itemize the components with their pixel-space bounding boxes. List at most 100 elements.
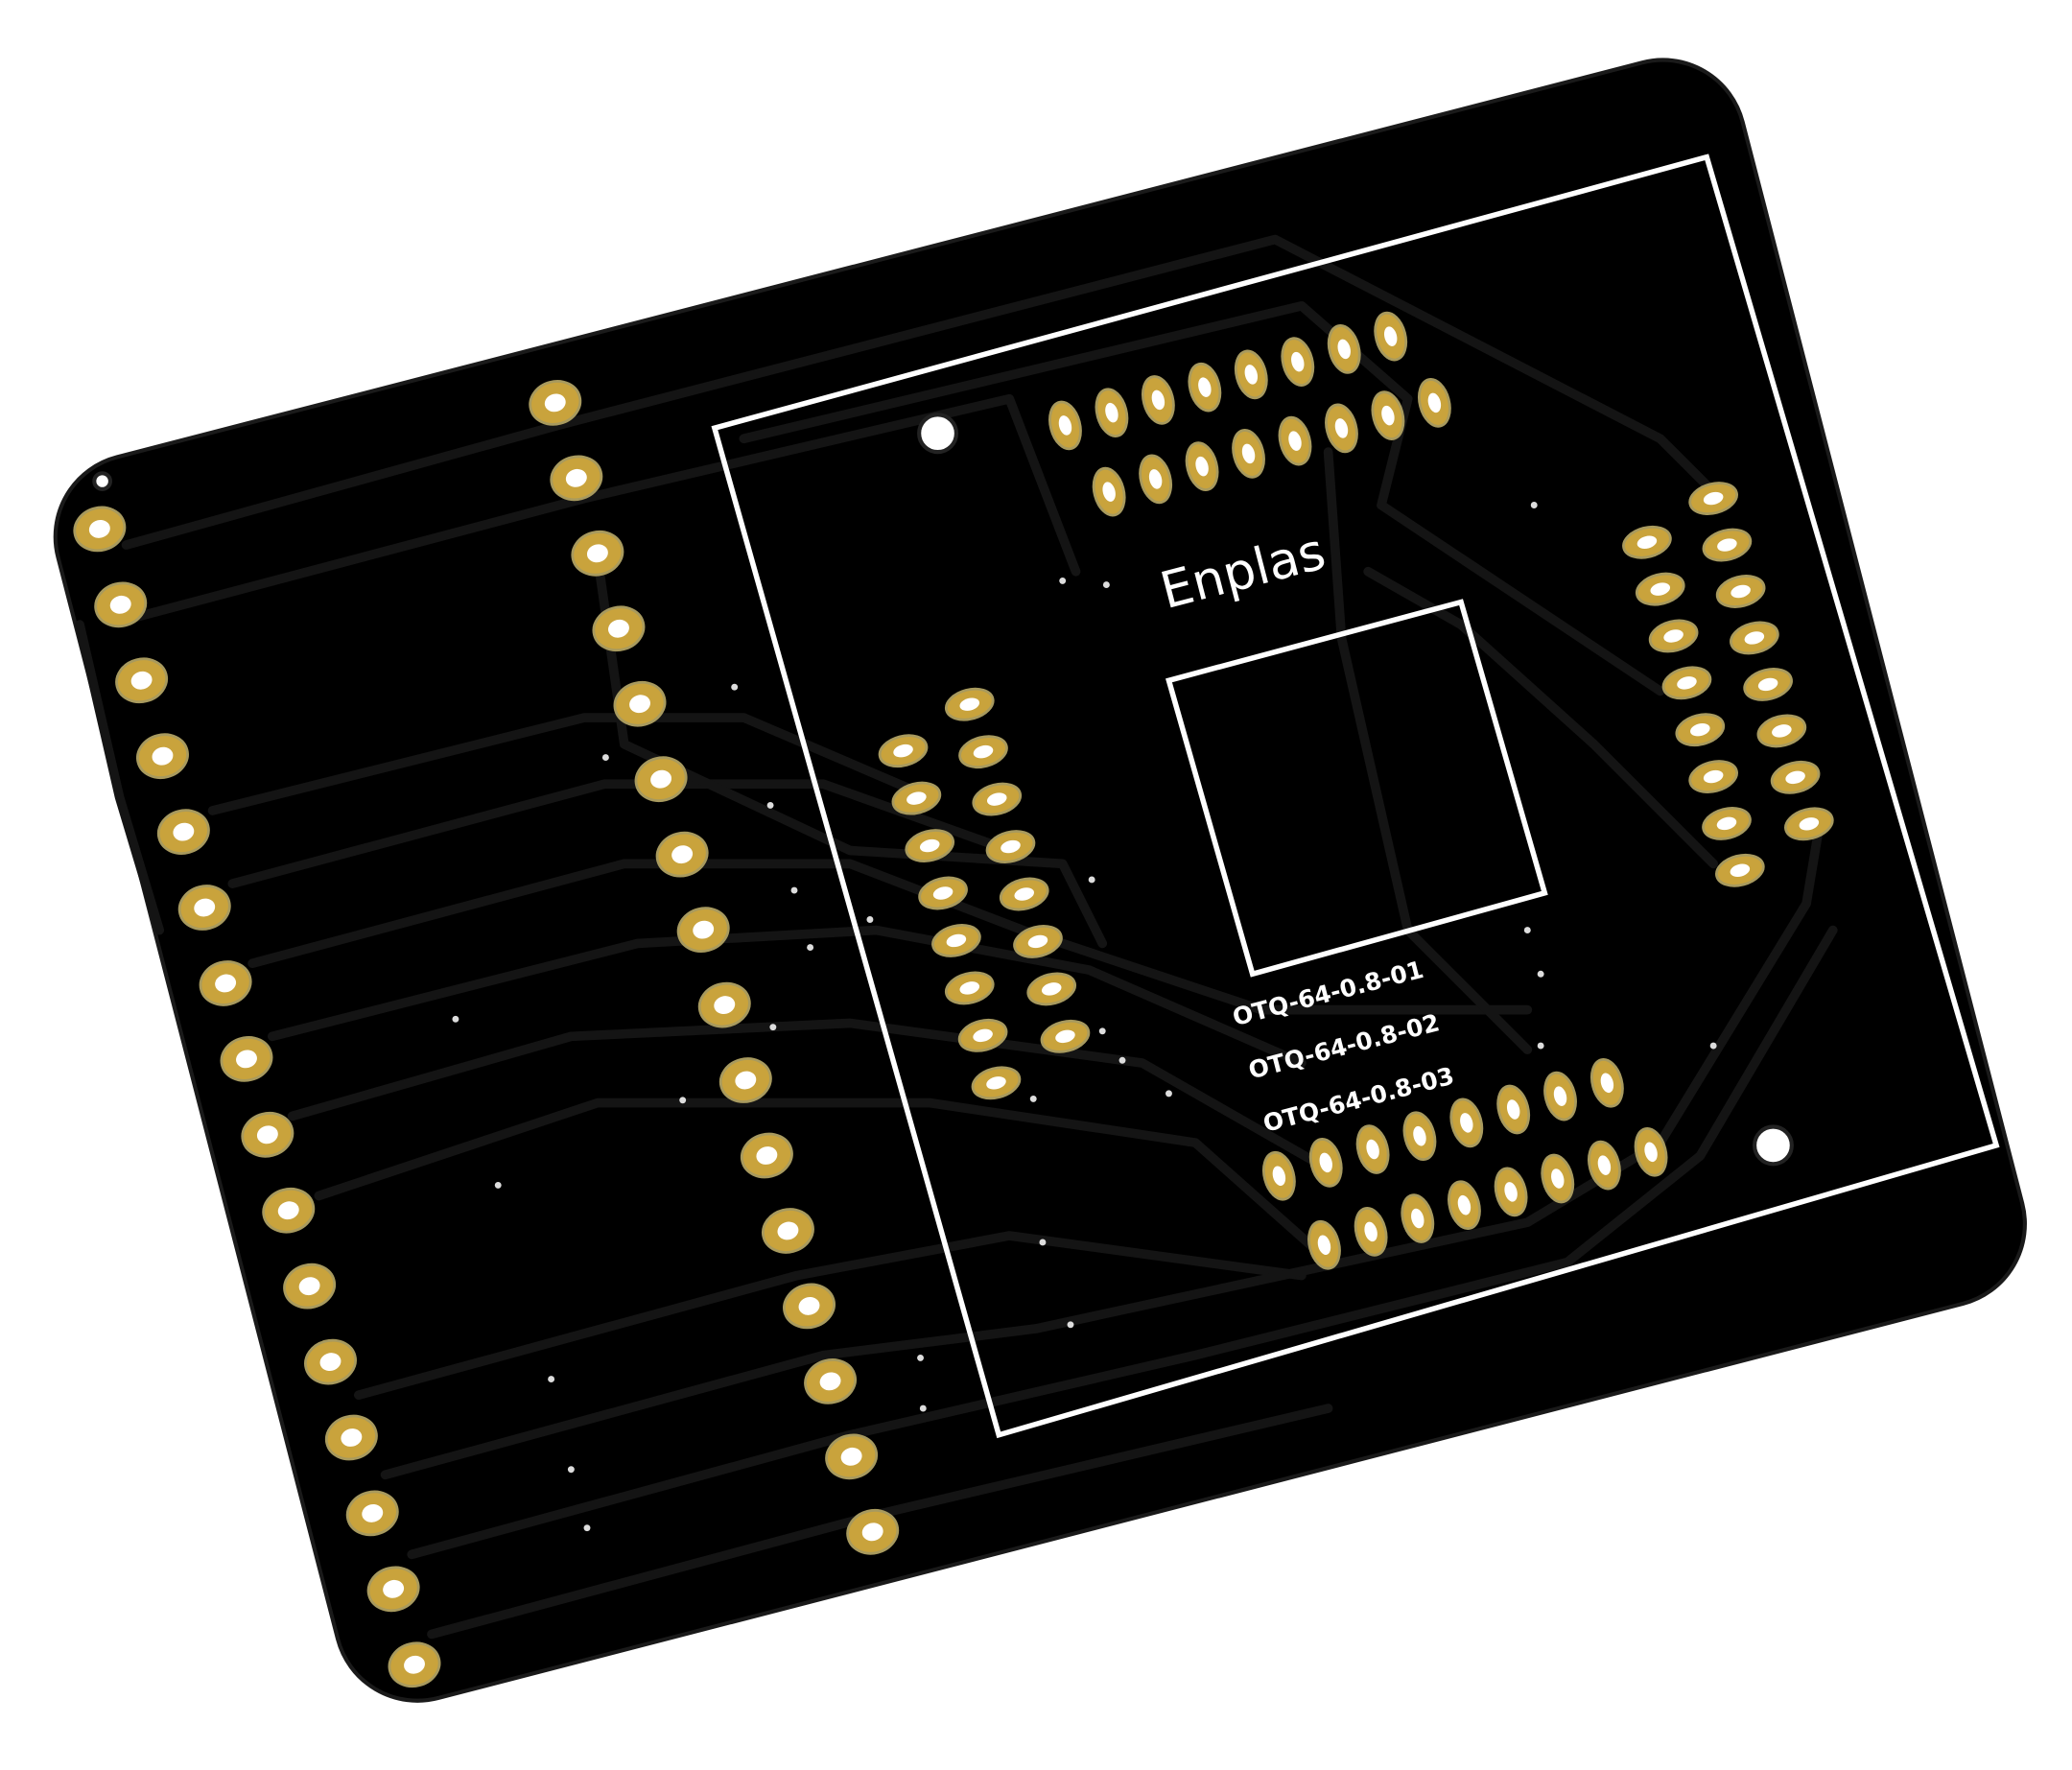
via-icon bbox=[548, 1376, 555, 1383]
socket-pad-right bbox=[1743, 668, 1793, 701]
socket-pad-top bbox=[1095, 388, 1129, 437]
header-pad-left bbox=[262, 1187, 316, 1234]
socket-pad-bottom bbox=[1401, 1193, 1435, 1243]
socket-pad-bottom bbox=[1449, 1097, 1484, 1148]
header-pad-right bbox=[718, 1057, 772, 1103]
socket-outline bbox=[711, 153, 2000, 1439]
socket-pad-bottom bbox=[1496, 1084, 1531, 1135]
socket-pad-bottom bbox=[1402, 1111, 1437, 1162]
socket-pad-left bbox=[944, 971, 995, 1005]
socket-pad-right bbox=[1702, 528, 1753, 562]
via-icon bbox=[1523, 927, 1531, 934]
socket-pad-right bbox=[1661, 666, 1712, 700]
header-pad-left bbox=[345, 1490, 399, 1537]
socket-pad-left bbox=[931, 924, 981, 957]
header-pad-right bbox=[592, 605, 646, 652]
header-pad-left bbox=[388, 1641, 441, 1688]
socket-pad-left bbox=[958, 735, 1008, 769]
socket-pad-right bbox=[1622, 525, 1672, 559]
fiducial-hole bbox=[92, 471, 112, 491]
socket-pad-right bbox=[1648, 619, 1699, 653]
via-icon bbox=[1098, 1027, 1106, 1035]
copper-traces bbox=[75, 234, 1838, 1640]
via-icon bbox=[679, 1097, 687, 1104]
socket-pad-left bbox=[972, 782, 1023, 816]
header-pad-right bbox=[761, 1208, 814, 1254]
via-icon bbox=[1537, 970, 1544, 978]
header-pad-right bbox=[740, 1132, 793, 1179]
socket-pad-right bbox=[1702, 807, 1752, 840]
socket-pad-bottom bbox=[1448, 1180, 1481, 1231]
socket-pad-left bbox=[1026, 972, 1077, 1006]
socket-pad-top bbox=[1048, 400, 1082, 451]
header-pad-right bbox=[846, 1508, 900, 1555]
via-icon bbox=[1029, 1095, 1037, 1102]
via-icon bbox=[452, 1015, 459, 1023]
via-icon bbox=[731, 683, 739, 691]
header-pad-right bbox=[634, 756, 688, 803]
via-icon bbox=[769, 1024, 777, 1031]
socket-pad-right bbox=[1635, 572, 1685, 606]
socket-pad-top bbox=[1141, 375, 1175, 425]
socket-pad-left bbox=[878, 734, 929, 768]
header-pad-left bbox=[94, 581, 148, 628]
header-pad-right bbox=[550, 455, 603, 502]
socket-pad-left bbox=[918, 876, 968, 910]
socket-pad-bottom bbox=[1261, 1150, 1296, 1201]
socket-pad-left bbox=[1013, 925, 1063, 958]
socket-pad-top bbox=[1188, 362, 1222, 413]
header-pad-right bbox=[783, 1283, 836, 1330]
socket-pad-top bbox=[1325, 403, 1358, 454]
header-pad-left bbox=[324, 1414, 378, 1461]
chip-outline bbox=[1166, 599, 1548, 978]
socket-pad-right bbox=[1688, 482, 1738, 515]
mounting-hole bbox=[917, 413, 958, 455]
socket-pad-bottom bbox=[1634, 1126, 1668, 1177]
header-pad-right bbox=[825, 1433, 879, 1480]
header-pad-left bbox=[115, 657, 169, 704]
socket-pad-bottom bbox=[1494, 1167, 1528, 1217]
via-icon bbox=[919, 1404, 927, 1412]
via-icon bbox=[807, 944, 814, 952]
socket-pad-left bbox=[944, 687, 995, 721]
header-pad-left bbox=[156, 809, 210, 855]
header-pad-left bbox=[283, 1263, 337, 1310]
socket-pad-top bbox=[1092, 466, 1126, 517]
header-pad-right bbox=[676, 907, 730, 953]
via-icon bbox=[1088, 876, 1095, 884]
via-icon bbox=[766, 801, 774, 809]
header-pad-right bbox=[804, 1358, 858, 1404]
socket-pad-top bbox=[1281, 337, 1315, 387]
via-icon bbox=[1039, 1239, 1047, 1246]
via-icon bbox=[1166, 1090, 1172, 1097]
socket-pad-bottom bbox=[1588, 1140, 1621, 1191]
header-pad-right bbox=[571, 530, 624, 577]
via-icon bbox=[790, 886, 798, 894]
via-icon bbox=[1102, 581, 1110, 589]
via-icon bbox=[1067, 1321, 1074, 1329]
socket-pad-top bbox=[1374, 311, 1408, 362]
mounting-hole bbox=[1752, 1124, 1794, 1167]
header-pad-right bbox=[697, 981, 751, 1028]
via-icon bbox=[567, 1466, 575, 1474]
socket-pad-top bbox=[1278, 415, 1312, 466]
socket-pad-right bbox=[1784, 807, 1834, 841]
header-pad-left bbox=[136, 733, 189, 780]
socket-pad-left bbox=[999, 877, 1049, 911]
via-icon bbox=[1530, 502, 1538, 508]
socket-pad-left bbox=[891, 781, 942, 815]
socket-pad-top bbox=[1232, 429, 1265, 479]
socket-pad-bottom bbox=[1354, 1207, 1388, 1257]
socket-pad-top bbox=[1139, 454, 1173, 505]
socket-pad-right bbox=[1715, 575, 1766, 608]
socket-pad-right bbox=[1730, 621, 1779, 655]
via-icon bbox=[583, 1524, 591, 1532]
socket-pad-bottom bbox=[1541, 1153, 1575, 1204]
socket-pad-top bbox=[1185, 441, 1219, 491]
socket-pad-left bbox=[957, 1018, 1008, 1052]
socket-pad-right bbox=[1688, 760, 1738, 793]
header-pad-right bbox=[529, 380, 582, 426]
header-pad-left bbox=[73, 506, 127, 553]
header-pad-left bbox=[199, 960, 252, 1006]
